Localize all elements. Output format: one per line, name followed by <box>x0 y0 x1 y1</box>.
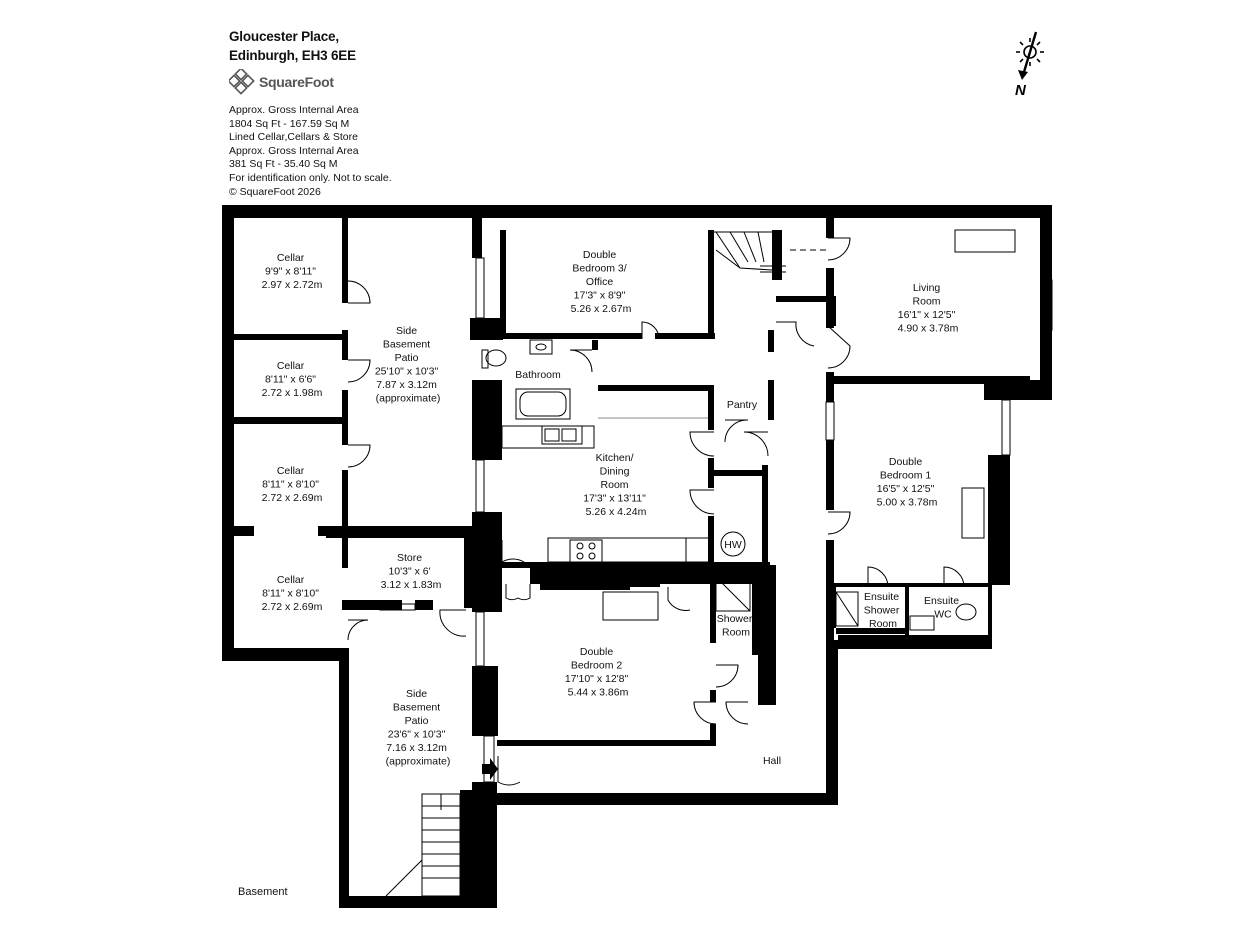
room-double-bedroom-3: Double Bedroom 3/ Office 17'3" x 8'9" 5.… <box>571 249 632 315</box>
squarefoot-logo-icon <box>229 69 255 95</box>
entrance-arrow-icon <box>482 758 498 780</box>
brand-logo: SquareFoot <box>229 69 334 95</box>
walls <box>222 205 1052 908</box>
room-hall: Hall <box>763 755 781 767</box>
note-line: Approx. Gross Internal Area <box>229 104 359 116</box>
room-cellar-4: Cellar 8'11" x 8'10" 2.72 x 2.69m <box>262 574 323 613</box>
room-bathroom: Bathroom <box>515 369 561 381</box>
room-shower-room: Shower Room <box>717 613 756 639</box>
area-notes: Approx. Gross Internal Area 1804 Sq Ft -… <box>229 104 392 199</box>
address-block: Gloucester Place, Edinburgh, EH3 6EE <box>229 27 356 65</box>
room-living-room: Living Room 16'1" x 12'5" 4.90 x 3.78m <box>898 282 959 335</box>
fixtures <box>347 229 1053 897</box>
address-line-1: Gloucester Place, <box>229 29 339 44</box>
note-line: Approx. Gross Internal Area <box>229 144 359 157</box>
room-cellar-1: Cellar 9'9" x 8'11" 2.97 x 2.72m <box>262 252 323 291</box>
room-cellar-3: Cellar 8'11" x 8'10" 2.72 x 2.69m <box>262 465 323 504</box>
room-labels: Cellar 9'9" x 8'11" 2.97 x 2.72m Cellar … <box>262 249 962 768</box>
note-line: 1804 Sq Ft - 167.59 Sq M <box>229 117 350 130</box>
compass-icon <box>1016 31 1044 80</box>
room-side-basement-patio-upper: Side Basement Patio 25'10" x 10'3" 7.87 … <box>375 325 441 405</box>
room-pantry: Pantry <box>727 399 758 411</box>
room-kitchen-dining: Kitchen/ Dining Room 17'3" x 13'11" 5.26… <box>583 452 649 518</box>
level-label: Basement <box>238 886 288 898</box>
room-double-bedroom-1: Double Bedroom 1 16'5" x 12'5" 5.00 x 3.… <box>877 456 938 509</box>
note-line: For identification only. Not to scale. <box>229 171 392 184</box>
compass-north-label: N <box>1015 82 1027 99</box>
brand-name: SquareFoot <box>259 74 334 90</box>
note-line: 381 Sq Ft - 35.40 Sq M <box>229 158 338 171</box>
note-line: Lined Cellar,Cellars & Store <box>229 131 358 144</box>
room-side-basement-patio-lower: Side Basement Patio 23'6" x 10'3" 7.16 x… <box>386 688 451 768</box>
room-ensuite-wc: Ensuite WC <box>924 595 962 621</box>
note-line: © SquareFoot 2026 <box>229 185 321 198</box>
room-store: Store 10'3" x 6' 3.12 x 1.83m <box>381 552 442 591</box>
room-ensuite-shower: Ensuite Shower Room <box>864 591 903 630</box>
room-cellar-2: Cellar 8'11" x 6'6" 2.72 x 1.98m <box>262 360 323 399</box>
room-double-bedroom-2: Double Bedroom 2 17'10" x 12'8" 5.44 x 3… <box>565 646 631 699</box>
hot-water-label: HW <box>724 539 742 551</box>
address-line-2: Edinburgh, EH3 6EE <box>229 48 356 63</box>
